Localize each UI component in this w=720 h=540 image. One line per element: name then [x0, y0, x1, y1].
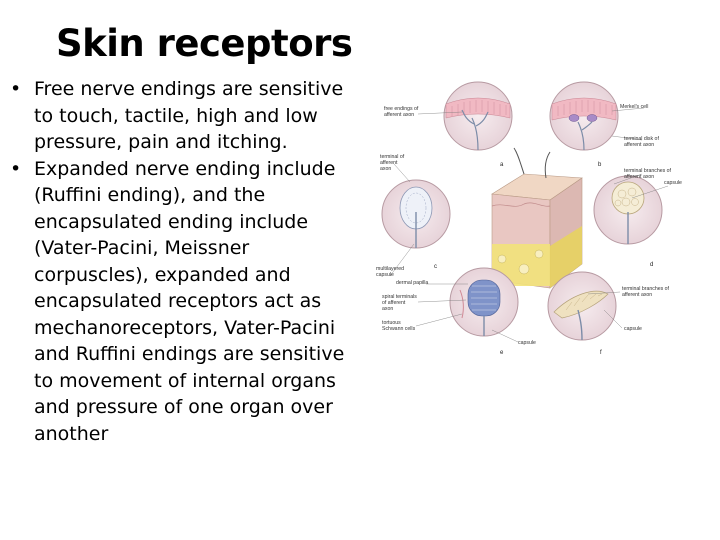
label-multilayered-capsule: multilayered — [376, 266, 404, 272]
label-capsule-bottom: capsule — [518, 340, 536, 346]
diagram-labels: free endings of afferent axon Merkel's c… — [376, 104, 682, 346]
label-spiral-terminals-2: of afferent — [382, 300, 406, 306]
label-terminal-of-axon: terminal of — [380, 154, 405, 160]
label-terminal-of-axon-3: axon — [380, 166, 391, 172]
panel-letter-b: b — [598, 162, 602, 168]
label-multilayered-capsule-2: capsule — [376, 272, 394, 278]
bullet-item: • Free nerve endings are sensitive to to… — [10, 76, 355, 156]
label-terminal-disk-2: afferent axon — [624, 142, 654, 148]
panel-letter-f: f — [600, 350, 602, 356]
panel-pacini — [547, 271, 617, 341]
label-spiral-terminals-3: axon — [382, 306, 393, 312]
label-terminal-branches-top: terminal branches of — [624, 168, 672, 174]
bullet-list: • Free nerve endings are sensitive to to… — [10, 76, 355, 447]
panel-letters: a b c d e f — [434, 162, 653, 356]
panel-ruffini — [381, 179, 451, 249]
panel-capsule-top — [593, 175, 663, 245]
panel-free-endings — [443, 81, 513, 151]
panel-letter-a: a — [500, 162, 504, 168]
label-merkels-cell: Merkel's cell — [620, 104, 648, 110]
label-free-endings-2: afferent axon — [384, 112, 414, 118]
leader-lines — [389, 107, 669, 343]
panel-letter-d: d — [650, 262, 653, 268]
label-tortuous-schwann-2: Schwann cells — [382, 326, 416, 332]
label-tortuous-schwann: tortuous — [382, 320, 401, 326]
panel-letter-e: e — [500, 350, 504, 356]
panel-merkel-cell — [549, 81, 619, 151]
skin-receptors-illustration: free endings of afferent axon Merkel's c… — [376, 81, 682, 356]
skin-receptors-diagram: free endings of afferent axon Merkel's c… — [374, 74, 690, 362]
label-terminal-of-axon-2: afferent — [380, 160, 398, 166]
label-terminal-branches-top-2: afferent axon — [624, 174, 654, 180]
bullet-glyph: • — [10, 157, 22, 180]
panel-letter-c: c — [434, 264, 437, 270]
panel-meissner — [449, 267, 519, 337]
bullet-item: • Expanded nerve ending include (Ruffini… — [10, 156, 355, 448]
label-capsule-top: capsule — [664, 180, 682, 186]
slide-title: Skin receptors — [56, 22, 353, 65]
label-capsule-right: capsule — [624, 326, 642, 332]
label-terminal-branches-bottom: terminal branches of — [622, 286, 670, 292]
skin-block — [491, 147, 583, 289]
label-spiral-terminals: spiral terminals — [382, 294, 417, 300]
bullet-text: Expanded nerve ending include (Ruffini e… — [34, 157, 345, 445]
label-dermal-papilla: dermal papilla — [396, 280, 428, 286]
bullet-text: Free nerve endings are sensitive to touc… — [34, 78, 344, 153]
bullet-glyph: • — [10, 78, 22, 100]
label-free-endings: free endings of — [384, 106, 419, 112]
label-terminal-branches-bottom-2: afferent axon — [622, 292, 652, 298]
label-terminal-disk: terminal disk of — [624, 136, 659, 142]
